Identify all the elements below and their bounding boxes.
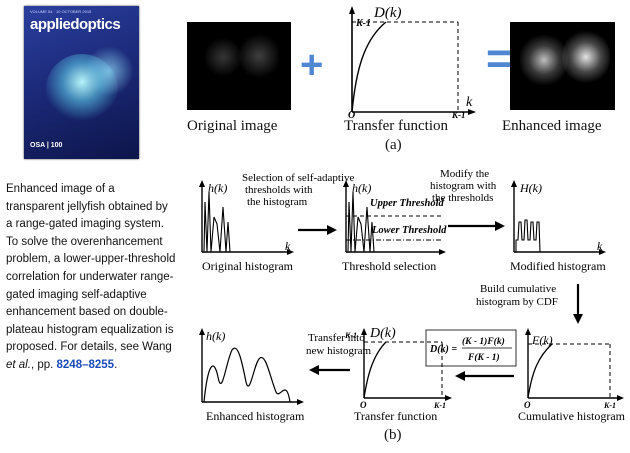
step1-line1: Selection of self-adaptive	[242, 172, 355, 184]
enh-hist-label: Enhanced histogram	[206, 409, 305, 423]
orig-hist-label: Original histogram	[202, 259, 294, 273]
mod-hist-Hk: H(k)	[519, 181, 542, 195]
original-image	[187, 22, 291, 110]
orig-hist-k: k	[285, 239, 291, 253]
cover-title: appliedoptics	[30, 16, 121, 33]
caption-text: Enhanced image of a transparent jellyfis…	[6, 183, 176, 354]
cover-issue-line: VOLUME 54 · 10 OCTOBER 2015	[30, 9, 92, 14]
a-origin: O	[348, 110, 355, 120]
cover-jellyfish-glow	[84, 46, 134, 96]
a-k1-bottom: K-1	[451, 110, 466, 120]
enh-hist-hk: h(k)	[206, 329, 225, 343]
formula-numerator: (K - 1)F(k)	[462, 336, 505, 347]
cover-caption: Enhanced image of a transparent jellyfis…	[6, 181, 176, 375]
tf-Dk: D(k)	[369, 326, 396, 341]
caption-etal: et al.	[6, 358, 31, 371]
orig-hist-hk: h(k)	[208, 181, 227, 195]
journal-cover[interactable]: VOLUME 54 · 10 OCTOBER 2015 appliedoptic…	[24, 6, 139, 159]
cum-hist-k1: K-1	[603, 401, 616, 410]
cover-publisher: OSA | 100	[30, 142, 63, 149]
step1-line2: thresholds with	[245, 184, 313, 196]
caption-pp: , pp.	[30, 358, 57, 371]
histogram-pipeline-diagram: h(k) k Original histogram Selection of s…	[199, 168, 626, 423]
cum-hist-origin: O	[524, 400, 531, 410]
panel-a-label: (a)	[385, 137, 402, 153]
tf-k1-top: K-1	[344, 331, 357, 340]
step3-text: Build cumulative histogram by CDF	[476, 283, 559, 308]
mod-hist-label: Modified histogram	[510, 259, 606, 273]
mod-hist-k: k	[597, 239, 603, 253]
tf-k1-bottom: K-1	[433, 401, 446, 410]
tf-origin: O	[360, 400, 367, 410]
enhanced-image	[510, 22, 615, 110]
cum-hist-label: Cumulative histogram	[518, 409, 626, 423]
panel-b-label: (b)	[384, 427, 402, 443]
step4-text: Transfer into new histogram	[306, 332, 372, 357]
original-image-label: Original image	[187, 118, 278, 134]
thresh-sel-label: Threshold selection	[342, 259, 436, 273]
step1-line3: the histogram	[247, 196, 308, 208]
step4-line2: new histogram	[306, 345, 372, 357]
step3-line1: Build cumulative	[480, 283, 556, 295]
step2-text: Modify the histogram with the thresholds	[430, 168, 499, 204]
transfer-function-plot: K-1 D(k) O k K-1	[348, 5, 476, 120]
lower-threshold-label: Lower Threshold	[371, 225, 447, 236]
upper-threshold-label: Upper Threshold	[370, 198, 445, 209]
caption-pages-link[interactable]: 8248–8255	[56, 358, 115, 371]
step2-line3: the thresholds	[432, 192, 493, 204]
plus-sign: +	[300, 43, 324, 87]
formula-lhs: D(k) =	[429, 344, 457, 355]
step4-line1: Transfer into	[308, 332, 365, 344]
a-dk-label: D(k)	[373, 5, 401, 21]
equals-sign: =	[486, 34, 512, 83]
formula-denominator: F(K - 1)	[467, 352, 500, 363]
step1-text: Selection of self-adaptive thresholds wi…	[242, 172, 357, 208]
step2-line1: Modify the	[440, 168, 489, 180]
step3-line2: histogram by CDF	[476, 296, 558, 308]
a-k1-top: K-1	[355, 18, 371, 29]
transfer-function-label: Transfer function	[344, 118, 449, 134]
a-k-axis: k	[466, 95, 473, 110]
transfer-function-label-b: Transfer function	[354, 409, 437, 423]
thresh-hk: h(k)	[352, 181, 371, 195]
step2-line2: histogram with	[430, 180, 497, 192]
caption-end: .	[114, 358, 118, 371]
cum-hist-Fk: F(k)	[531, 333, 553, 347]
enhanced-image-label: Enhanced image	[502, 118, 602, 134]
